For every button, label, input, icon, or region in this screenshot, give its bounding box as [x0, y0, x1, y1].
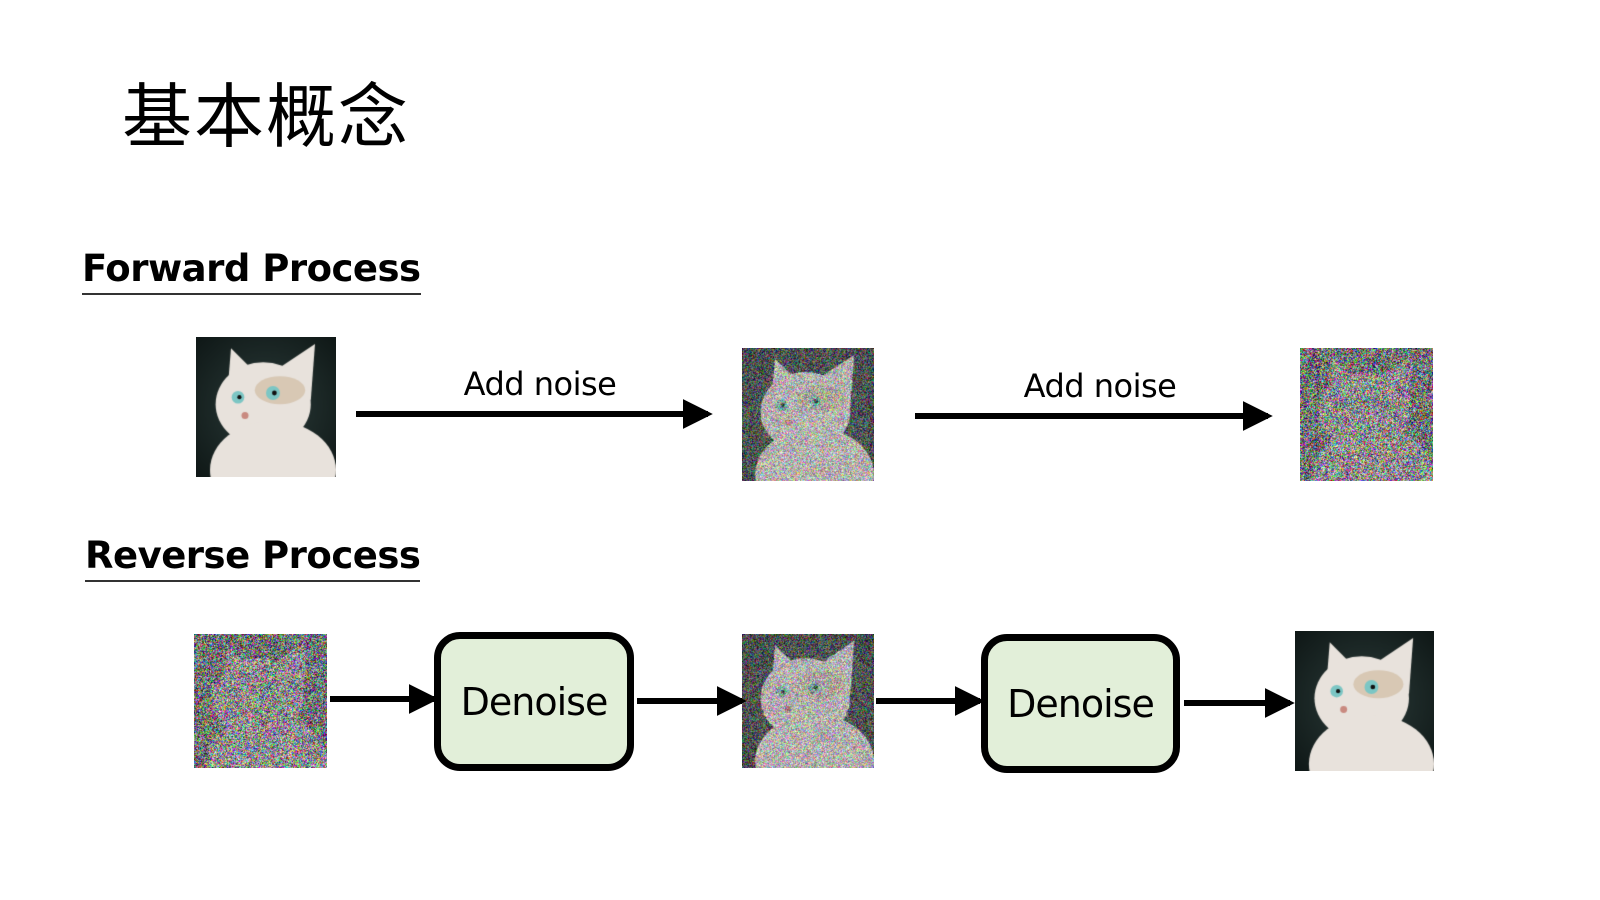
- reverse-image-noisy-cat: [742, 634, 874, 768]
- forward-image-clean-cat: [196, 337, 336, 477]
- reverse-image-pure-noise: [194, 634, 327, 768]
- forward-image-noisy-cat: [742, 348, 874, 481]
- forward-image-pure-noise: [1300, 348, 1433, 481]
- forward-arrow-label-1: Add noise: [463, 365, 617, 403]
- forward-process-heading: Forward Process: [82, 250, 421, 295]
- forward-arrow-label-2: Add noise: [1023, 367, 1177, 405]
- slide-title: 基本概念: [122, 76, 410, 158]
- denoise-box-1: Denoise: [434, 632, 634, 771]
- denoise-box-2: Denoise: [981, 634, 1180, 773]
- denoise-label-2: Denoise: [1007, 681, 1155, 726]
- denoise-label-1: Denoise: [460, 679, 609, 724]
- reverse-process-heading: Reverse Process: [85, 537, 421, 582]
- reverse-image-clean-cat: [1295, 631, 1434, 771]
